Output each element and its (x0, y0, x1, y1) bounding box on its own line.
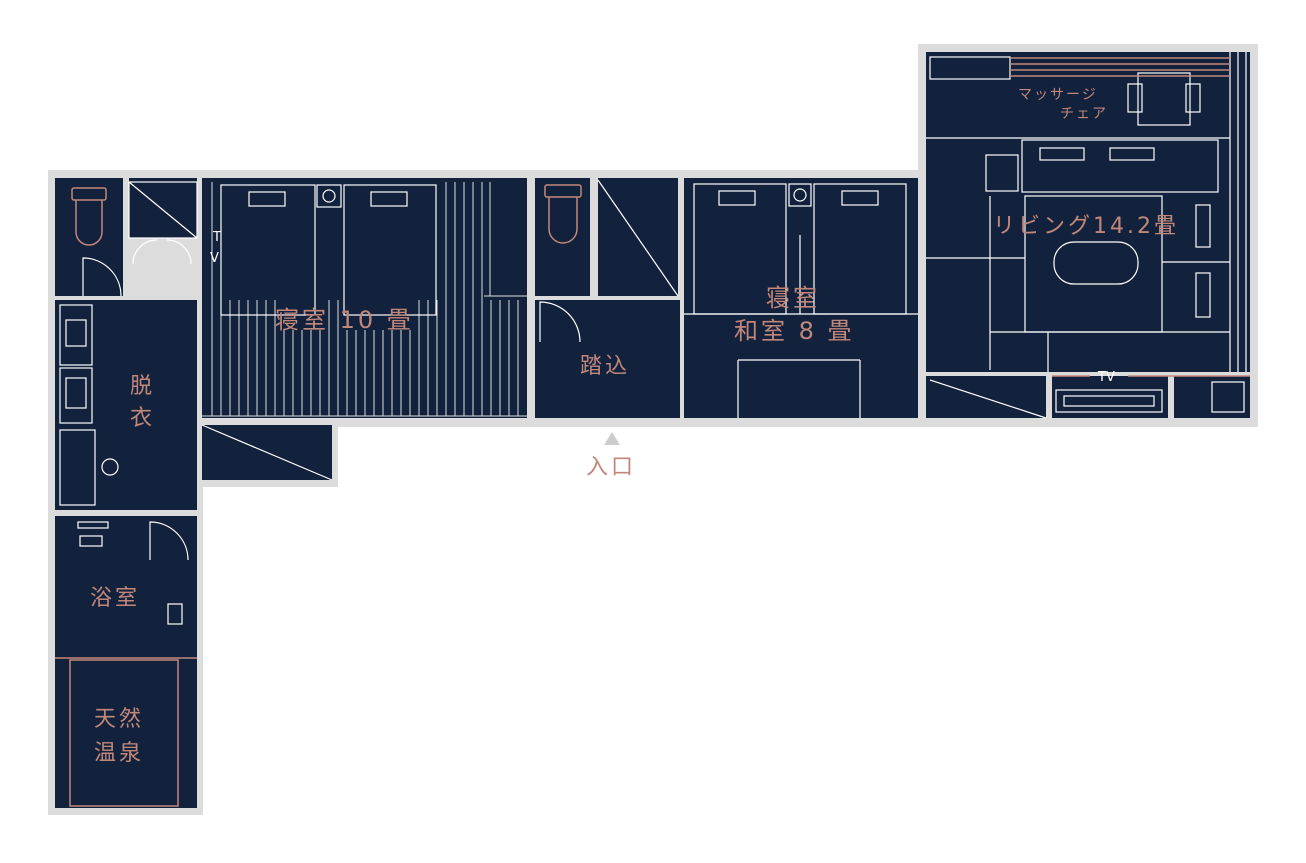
dressing-fixtures (59, 181, 198, 506)
room-label-bath: 浴室 (90, 586, 140, 611)
room-label-bedroom-jp-2: 和室 8 畳 (734, 317, 855, 345)
tv-label-bedroom-v: V (210, 251, 219, 266)
tv-label-living: TV (1097, 370, 1115, 385)
room-label-onsen-2: 温泉 (94, 741, 144, 766)
room-label-genkan: 踏込 (580, 354, 630, 379)
room-label-massage-2: チェア (1060, 106, 1108, 122)
room-label-massage-1: マッサージ (1018, 87, 1098, 103)
room-label-dressing-1: 脱 (130, 374, 155, 399)
tv-label-bedroom-t: T (212, 230, 221, 245)
entrance-arrow-icon (604, 432, 620, 445)
twin-beds-right (684, 183, 918, 418)
floor-areas (55, 52, 1250, 808)
room-label-bedroom-10: 寝室 10 畳 (275, 306, 414, 334)
bathroom-fixtures (77, 521, 189, 625)
twin-beds-left (220, 184, 437, 316)
toilet-icon (71, 184, 582, 246)
genkan-fixtures (201, 179, 1047, 481)
room-label-bedroom-jp-1: 寝室 (766, 284, 820, 312)
entrance-label: 入口 (586, 455, 636, 480)
room-label-onsen-1: 天然 (94, 707, 144, 732)
bedroom-floor-slats (202, 182, 527, 417)
tv-line-living (1010, 57, 1250, 377)
onsen-bath (55, 657, 197, 807)
room-label-living: リビング14.2畳 (993, 214, 1179, 239)
living-furniture (926, 52, 1247, 413)
room-label-dressing-2: 衣 (130, 406, 155, 431)
